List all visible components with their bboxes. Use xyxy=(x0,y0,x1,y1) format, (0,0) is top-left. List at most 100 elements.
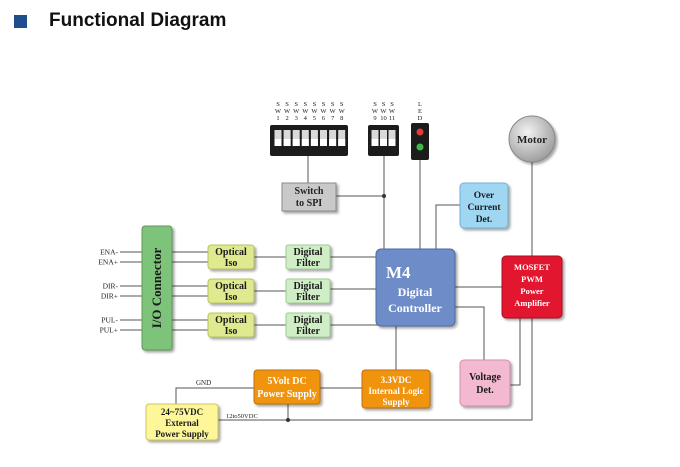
dip-b-label-1-3: 9 xyxy=(373,115,376,122)
dip-a-toggle-knob-4 xyxy=(301,139,309,146)
five-volt-line-1: 5Volt DC xyxy=(267,376,306,387)
dip-a-label-7-1: S xyxy=(331,101,335,108)
dip-a-label-1-1: S xyxy=(276,101,280,108)
dip-b-toggle-knob-1 xyxy=(371,139,379,146)
voltage-line-2: Det. xyxy=(476,385,494,396)
dip-a-label-4-3: 4 xyxy=(304,115,308,122)
m4-controller-block: M4 Digital Controller xyxy=(375,248,456,327)
io-connector-label: I/O Connector xyxy=(149,248,164,329)
dip-b-label-1-2: W xyxy=(372,108,379,115)
digital-filter-line-1: Digital xyxy=(294,247,323,258)
dip-a-toggle-knob-2 xyxy=(283,139,291,146)
dip-b-label-2-2: W xyxy=(380,108,387,115)
dip-b-label-3-2: W xyxy=(389,108,396,115)
dip-a-label-1-2: W xyxy=(275,108,282,115)
mcu-line-3: Controller xyxy=(388,301,442,315)
ext-line-2: External xyxy=(165,418,199,428)
optical-iso-line-1: Optical xyxy=(215,281,247,292)
dip-a-label-1-3: 1 xyxy=(276,115,279,122)
dip-b-toggle-knob-2 xyxy=(380,139,387,146)
led-label-2: E xyxy=(418,108,422,115)
heading-square-icon xyxy=(14,14,27,28)
five-volt-line-2: Power Supply xyxy=(257,389,317,400)
logic-line-2: Internal Logic xyxy=(368,386,423,396)
vdc-label: 12to50VDC xyxy=(226,413,258,420)
motor-icon xyxy=(508,115,556,163)
dip-b-label-2-3: 10 xyxy=(380,115,387,122)
dip-a-toggle-knob-6 xyxy=(320,139,327,146)
signal-label-5: PUL- xyxy=(101,316,118,325)
signal-label-1: ENA- xyxy=(100,248,118,257)
dip-a-label-5-1: S xyxy=(313,101,317,108)
voltage-det-block: Voltage Det. xyxy=(459,359,511,407)
optical-iso-line-1: Optical xyxy=(215,247,247,258)
amp-line-4: Amplifier xyxy=(514,298,550,308)
dip-a-label-5-2: W xyxy=(311,108,318,115)
dip-a-body xyxy=(270,125,348,156)
dip-b-label-1-1: S xyxy=(373,101,377,108)
dip-a-label-2-1: S xyxy=(285,101,289,108)
optical-iso-line-2: Iso xyxy=(225,258,238,269)
dip-a-toggle-knob-5 xyxy=(310,139,318,146)
dip-a-label-4-2: W xyxy=(302,108,309,115)
amp-line-2: PWM xyxy=(521,274,543,284)
dip-a-toggle-3 xyxy=(292,130,300,146)
dip-b-toggle-3 xyxy=(388,130,396,146)
dip-a-toggle-4 xyxy=(301,130,309,146)
dip-a-label-5-3: 5 xyxy=(313,115,316,122)
optical-iso-line-2: Iso xyxy=(225,292,238,303)
dip-a-label-8-1: S xyxy=(340,101,344,108)
dip-a-toggle-2 xyxy=(283,130,291,146)
gnd-label: GND xyxy=(196,379,211,387)
amplifier-block: MOSFET PWM Power Amplifier xyxy=(501,255,563,319)
signal-label-6: PUL+ xyxy=(100,326,118,335)
dip-a-toggle-1 xyxy=(274,130,282,146)
motor-block: Motor xyxy=(508,115,556,163)
dip-b-toggle-2 xyxy=(380,130,387,146)
wires xyxy=(120,156,533,421)
switch-spi-line-1: Switch xyxy=(295,186,324,197)
wire-junctions xyxy=(286,194,386,422)
dip-a-label-4-1: S xyxy=(303,101,307,108)
dip-a-label-8-3: 8 xyxy=(340,115,343,122)
dip-a-label-3-3: 3 xyxy=(295,115,298,122)
ext-line-3: Power Supply xyxy=(155,429,209,439)
dip-a-label-2-3: 2 xyxy=(285,115,288,122)
led-red-icon xyxy=(416,128,424,136)
mcu-line-2: Digital xyxy=(398,285,433,299)
led-labels: LED xyxy=(418,101,423,122)
dip-a-toggle-knob-3 xyxy=(292,139,300,146)
heading: Functional Diagram xyxy=(14,10,226,32)
dip-a-label-7-2: W xyxy=(330,108,337,115)
page-title: Functional Diagram xyxy=(49,10,227,31)
optical-iso-line-2: Iso xyxy=(225,326,238,337)
amp-line-1: MOSFET xyxy=(514,262,550,272)
external-supply-block: 24~75VDC External Power Supply xyxy=(145,403,219,441)
dip-b-toggle-knob-3 xyxy=(388,139,396,146)
over-current-line-2: Current xyxy=(467,203,501,213)
dip-a-label-6-3: 6 xyxy=(322,115,326,122)
over-current-line-3: Det. xyxy=(476,215,493,225)
dip-b-toggle-1 xyxy=(371,130,379,146)
logic-supply-block: 3.3VDC Internal Logic Supply xyxy=(361,369,431,409)
led-label-1: L xyxy=(418,101,422,108)
dip-b-label-3-3: 11 xyxy=(389,115,395,122)
logic-line-3: Supply xyxy=(382,397,410,407)
five-volt-supply-block: 5Volt DC Power Supply xyxy=(253,369,321,405)
dip-a-toggle-knob-7 xyxy=(329,139,337,146)
digital-filter-line-2: Filter xyxy=(296,326,320,337)
dip-b-label-2-1: S xyxy=(382,101,386,108)
dip-a-label-6-2: W xyxy=(320,108,327,115)
signal-label-3: DIR- xyxy=(103,282,119,291)
dip-a-label-6-1: S xyxy=(322,101,326,108)
